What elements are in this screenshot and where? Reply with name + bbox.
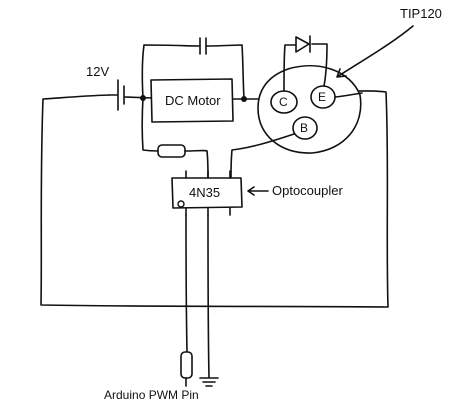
base-pin-label: B: [300, 121, 308, 135]
arduino-signal-wire: [185, 214, 188, 353]
tip120-base-pin: [292, 116, 318, 140]
resistor-to-opto-wire: [184, 149, 209, 179]
optocoupler-callout-label: Optocoupler: [272, 183, 343, 198]
motor-to-resistor-wire: [141, 97, 159, 152]
diode-wire: [283, 43, 328, 92]
tip120-callout-label: TIP120: [400, 6, 442, 21]
dc-motor-label: DC Motor: [165, 93, 221, 108]
junction-dot-right: [241, 96, 247, 102]
outer-loop-wire: [40, 90, 389, 308]
battery-voltage-label: 12V: [86, 64, 109, 79]
battery-symbol: [108, 79, 153, 111]
optocoupler-callout-arrow: [247, 186, 269, 196]
optocoupler-chip-label: 4N35: [189, 185, 220, 200]
emitter-to-loop-wire: [334, 92, 363, 98]
dc-motor-box: [150, 78, 234, 123]
base-to-opto-wire: [230, 133, 295, 179]
tip120-callout-arrow: [336, 25, 414, 78]
optocoupler-pins: [177, 170, 231, 216]
capacitor-symbol: [199, 37, 207, 55]
arduino-pin-label: Arduino PWM Pin: [104, 388, 199, 402]
input-resistor: [180, 351, 193, 379]
collector-pin-label: C: [279, 95, 288, 109]
emitter-pin-label: E: [318, 90, 326, 104]
diode-symbol: [295, 35, 311, 53]
ground-wire: [207, 214, 210, 378]
capacitor-wire: [141, 44, 245, 100]
optocoupler-chip: [171, 177, 243, 209]
series-resistor: [157, 144, 186, 158]
ground-symbol: [199, 377, 219, 387]
